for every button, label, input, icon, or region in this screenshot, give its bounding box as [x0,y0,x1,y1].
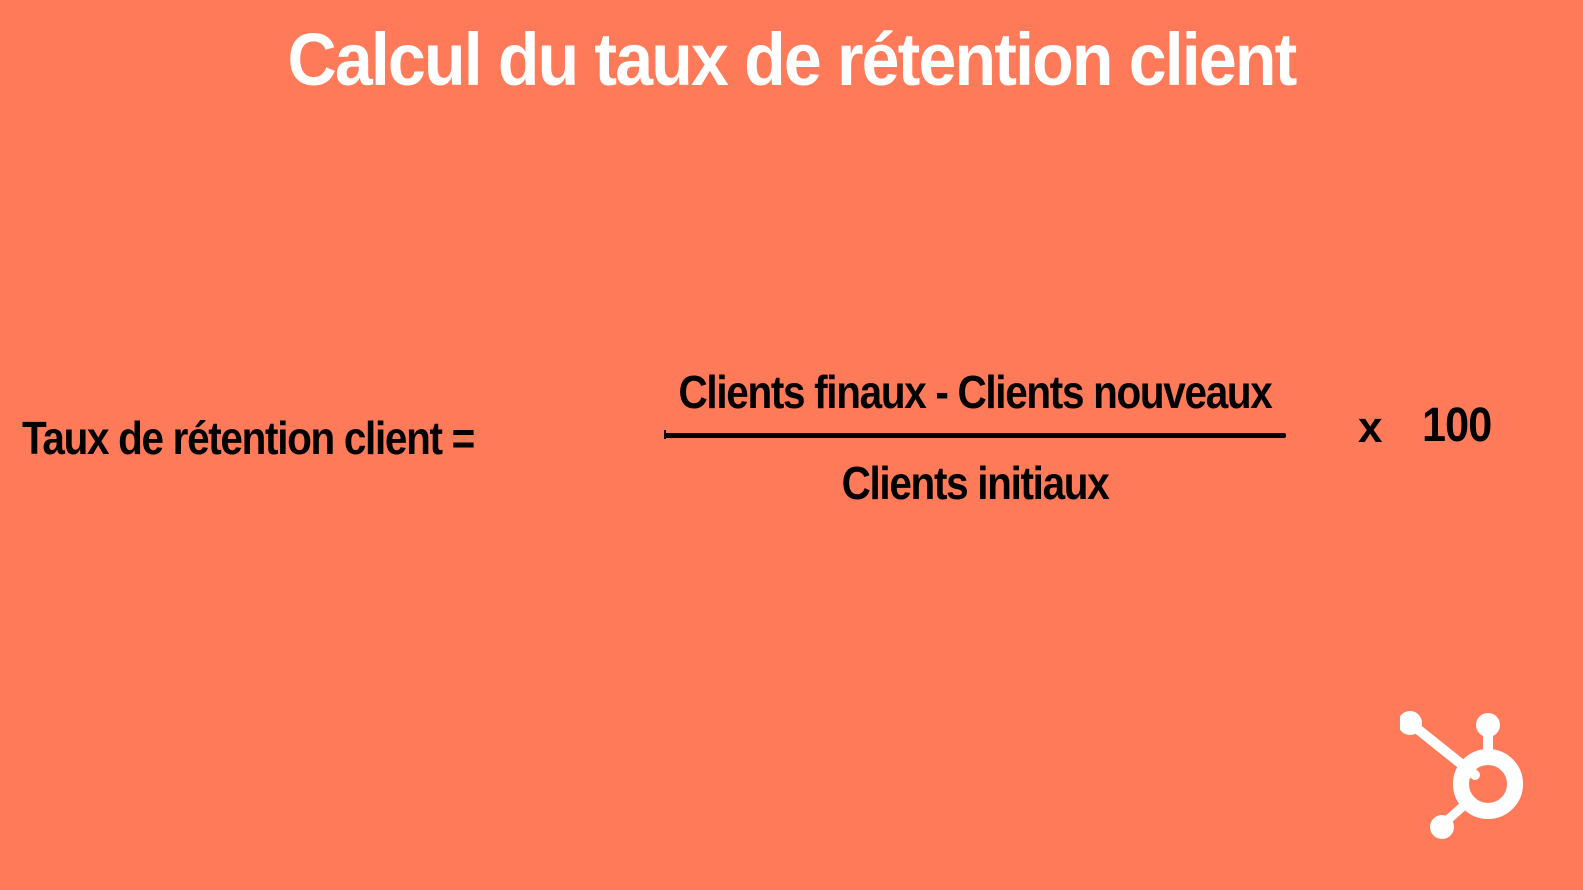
hubspot-sprocket-icon [1400,711,1523,839]
formula-left-hand-side: Taux de rétention client = [22,412,475,464]
multiply-operator: x [1358,403,1383,452]
multiplier-value: 100 [1422,399,1492,452]
formula-numerator: Clients finaux - Clients nouveaux [678,366,1272,418]
fraction-bar [664,433,1286,438]
page-title: Calcul du taux de rétention client [287,18,1298,101]
formula-denominator: Clients initiaux [841,457,1110,509]
